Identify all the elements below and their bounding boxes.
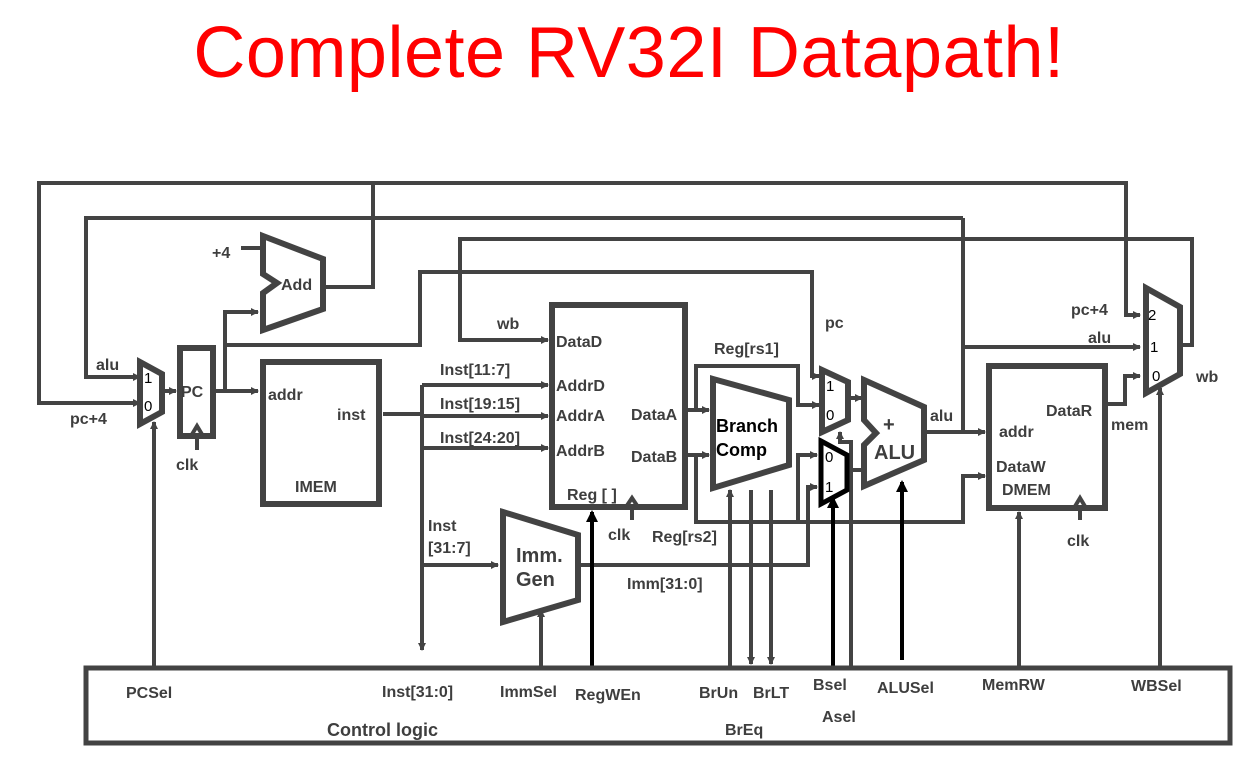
dmem: addr DataW DataR DMEM mem clk — [986, 363, 1148, 550]
reg-addrd: AddrD — [556, 378, 605, 395]
dmem-label: DMEM — [1002, 482, 1051, 499]
reg-label: Reg [ ] — [567, 487, 617, 504]
reg-datab: DataB — [631, 449, 677, 466]
imem-label: IMEM — [295, 479, 337, 496]
pc-register: PC clk — [176, 345, 216, 474]
pc-adder: Add +4 — [212, 231, 326, 335]
signal-regwen: RegWEn — [575, 687, 641, 704]
branch-line2: Comp — [716, 440, 767, 460]
inst-imm-label-2: [31:7] — [428, 540, 471, 557]
inst-rd-label: Inst[11:7] — [440, 362, 510, 379]
signal-wbsel: WBSel — [1131, 678, 1182, 695]
signal-asel: Asel — [822, 709, 856, 726]
dmem-mem-label: mem — [1111, 417, 1148, 434]
wb-mux: 2 1 0 pc+4 alu wb — [1071, 282, 1218, 399]
signal-brun: BrUn — [699, 685, 738, 702]
wire-pc4-to-wbmux — [373, 181, 1141, 319]
alu-out-label: alu — [930, 408, 953, 425]
pc-mux-port0: 0 — [144, 398, 152, 415]
signal-inst: Inst[31:0] — [382, 684, 453, 701]
a-mux-port0: 0 — [826, 407, 834, 424]
branch-rs2-label: Reg[rs2] — [652, 529, 717, 546]
b-mux-port1: 1 — [825, 479, 833, 496]
alu: + ALU alu — [861, 375, 953, 491]
immgen-line2: Gen — [516, 569, 555, 591]
a-mux: 1 0 pc — [819, 315, 851, 437]
immgen-out-label: Imm[31:0] — [627, 576, 703, 593]
wire-rs2-bus — [694, 455, 986, 524]
pc-mux: 1 0 alu pc+4 — [70, 356, 165, 430]
reg-dataa: DataA — [631, 407, 678, 424]
wire-mem-to-wbmux — [1108, 372, 1141, 406]
alu-op: + — [883, 414, 895, 436]
pc-clk-label: clk — [176, 457, 198, 474]
wb-mux-pc4-label: pc+4 — [1071, 302, 1108, 319]
reg-addra: AddrA — [556, 408, 605, 425]
pc-label: PC — [181, 384, 204, 401]
imem-addr: addr — [268, 387, 303, 404]
wb-mux-port2: 2 — [1148, 307, 1156, 324]
wire-alu-to-pcmux — [84, 216, 963, 381]
b-mux-port0: 0 — [825, 449, 833, 466]
a-mux-pc-label: pc — [825, 315, 844, 332]
imem-inst: inst — [337, 407, 366, 424]
imem: addr inst IMEM — [260, 359, 382, 507]
reg-clk-label: clk — [608, 527, 630, 544]
adder-label: Add — [281, 277, 312, 294]
reg-wb-label: wb — [496, 316, 519, 333]
wire-alu-to-wbmux — [961, 343, 1141, 432]
dmem-datar: DataR — [1046, 403, 1093, 420]
signal-memrw: MemRW — [982, 677, 1046, 694]
wb-mux-port1: 1 — [1150, 339, 1158, 356]
branch-line1: Branch — [716, 416, 778, 436]
pc-mux-label-pc4: pc+4 — [70, 411, 107, 428]
reg-datad: DataD — [556, 334, 602, 351]
signal-brlt: BrLT — [753, 685, 789, 702]
branch-comparator: Branch Comp Reg[rs1] Reg[rs2] — [652, 341, 792, 546]
wire-rs1-to-amux — [694, 364, 820, 410]
wires — [37, 181, 1194, 666]
signal-pcsel: PCSel — [126, 685, 172, 702]
wire-pc-to-adder — [223, 308, 259, 391]
inst-imm-label-1: Inst — [428, 518, 457, 535]
inst-fields: Inst[11:7] Inst[19:15] Inst[24:20] Inst … — [428, 362, 520, 557]
inst-rs2-label: Inst[24:20] — [440, 430, 520, 447]
alu-label: ALU — [874, 442, 915, 464]
signal-bsel: Bsel — [813, 677, 847, 694]
wire-rs2-to-bmux — [796, 451, 818, 522]
signal-immsel: ImmSel — [500, 684, 557, 701]
a-mux-port1: 1 — [826, 378, 834, 395]
dmem-clk-label: clk — [1067, 533, 1089, 550]
wire-wb-to-datad — [458, 237, 1194, 347]
b-mux: 0 1 — [818, 436, 850, 509]
control-logic-title: Control logic — [327, 720, 438, 740]
signal-breq: BrEq — [725, 722, 763, 739]
reg-addrb: AddrB — [556, 443, 605, 460]
slide-title: Complete RV32I Datapath! — [193, 13, 1065, 93]
wire-pc4-to-pcmux — [37, 181, 375, 407]
wire-pc-to-amux — [225, 270, 820, 380]
adder-const: +4 — [212, 245, 230, 262]
register-file: DataD AddrD AddrA AddrB DataA DataB Reg … — [496, 302, 688, 544]
wb-mux-alu-label: alu — [1088, 330, 1111, 347]
wb-mux-out-label: wb — [1195, 369, 1218, 386]
signal-alusel: ALUSel — [877, 680, 934, 697]
wb-mux-port0: 0 — [1152, 368, 1160, 385]
dmem-addr: addr — [999, 424, 1034, 441]
immgen-line1: Imm. — [516, 545, 563, 567]
dmem-dataw: DataW — [996, 459, 1047, 476]
branch-rs1-label: Reg[rs1] — [714, 341, 779, 358]
pc-mux-port1: 1 — [144, 370, 152, 387]
pc-mux-label-alu: alu — [96, 357, 119, 374]
control-logic: PCSel Inst[31:0] ImmSel RegWEn BrUn BrLT… — [83, 665, 1233, 746]
wire-imm-to-bmux — [579, 483, 818, 567]
inst-rs1-label: Inst[19:15] — [440, 396, 520, 413]
wire-asel — [836, 431, 853, 666]
imm-gen: Imm. Gen Imm[31:0] — [500, 507, 703, 627]
